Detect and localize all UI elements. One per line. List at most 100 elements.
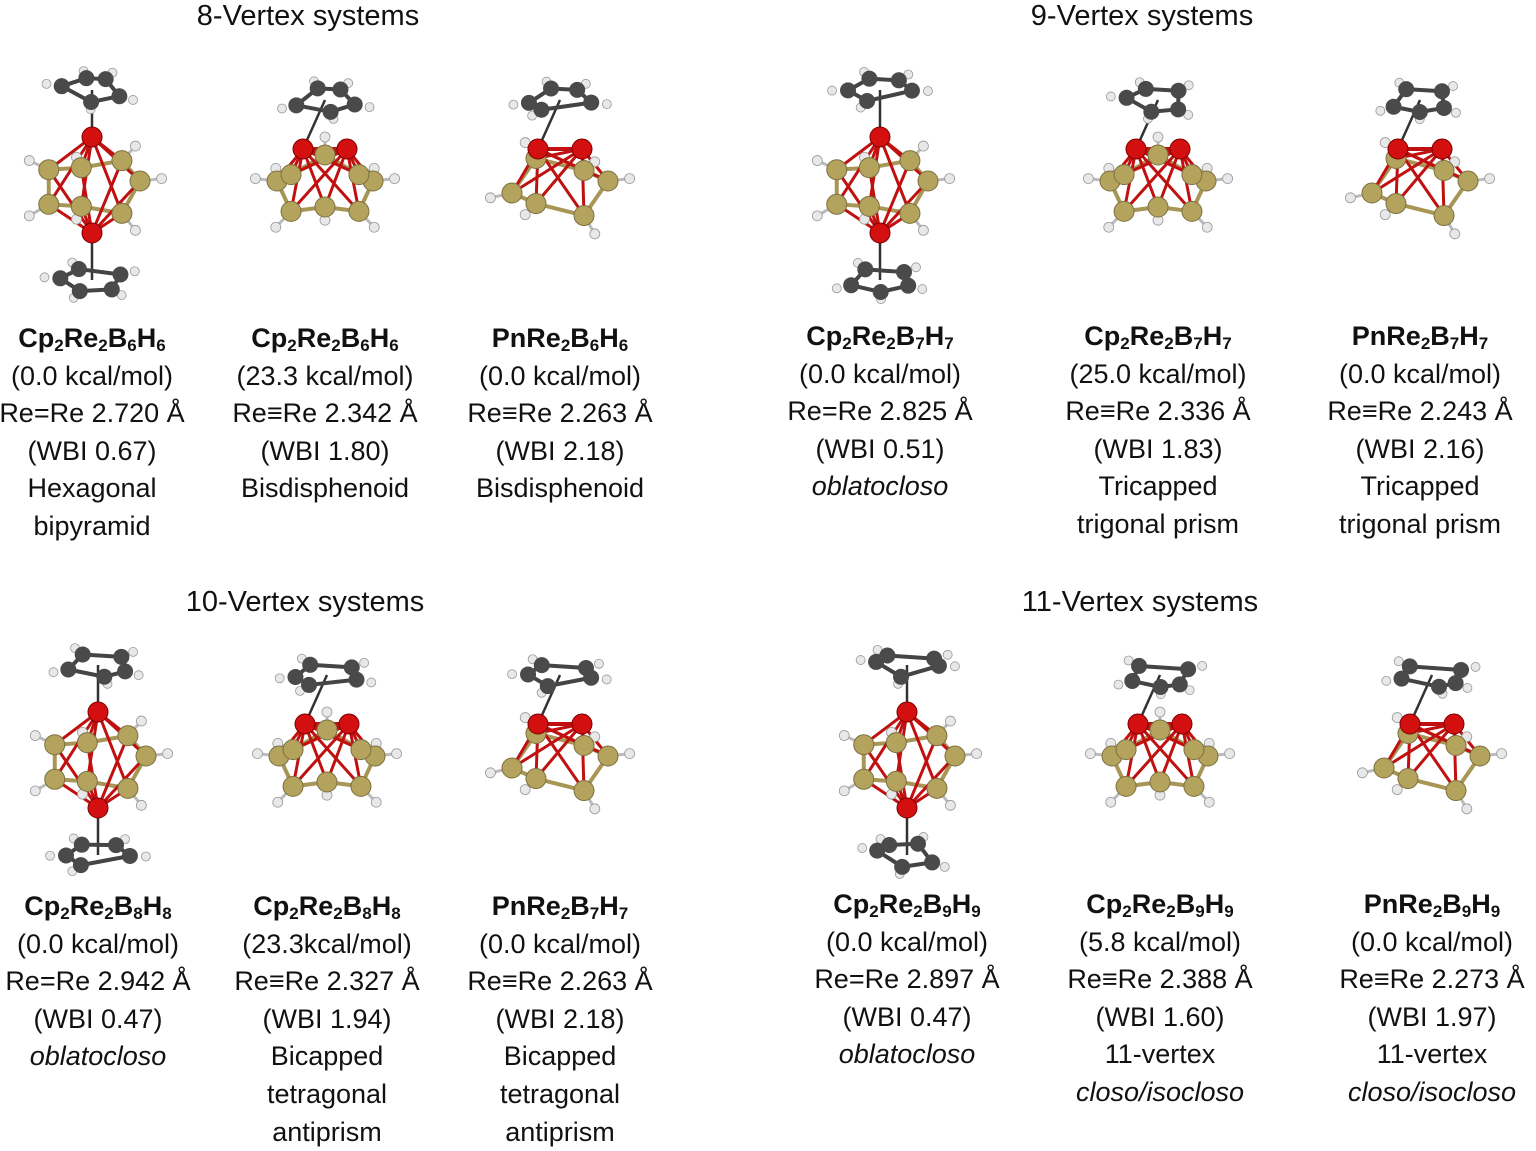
hydrogen-atom (520, 210, 530, 220)
boron-atom (1434, 160, 1454, 180)
section-title: 10-Vertex systems (186, 586, 425, 619)
formula-element: Re (852, 321, 887, 351)
cluster-shape: Tricapped (1065, 468, 1250, 506)
carbon-atom (1170, 101, 1186, 117)
hydrogen-atom (141, 852, 150, 861)
cluster-shape: antiprism (467, 1114, 652, 1151)
relative-energy: (5.8 kcal/mol) (1067, 924, 1252, 962)
formula-element: Cp (24, 891, 60, 921)
carbon-atom (569, 82, 585, 98)
hydrogen-atom (508, 670, 517, 679)
molecule-formula: Cp2Re2B9H9 (814, 886, 999, 924)
carbon-atom (520, 666, 536, 682)
hydrogen-atom (950, 662, 959, 671)
carbon-atom (891, 72, 907, 88)
carbon-atom (347, 96, 363, 112)
formula-element: H (952, 889, 972, 919)
hydrogen-atom (940, 862, 949, 871)
carbon-atom (521, 95, 537, 111)
carbon-atom (1398, 81, 1414, 97)
boron-atom (1374, 758, 1394, 778)
ball-and-stick-model (1332, 635, 1532, 885)
formula-element: B (570, 891, 590, 921)
formula-element: H (925, 321, 945, 351)
hydrogen-atom (129, 647, 138, 656)
wiberg-bond-index: (WBI 1.97) (1339, 999, 1524, 1037)
rhenium-atom (337, 139, 357, 159)
formula-subscript: 9 (971, 902, 980, 921)
hydrogen-atom (945, 174, 955, 184)
hydrogen-atom (24, 156, 34, 166)
boron-atom (1458, 171, 1478, 191)
cluster-shape: trigonal prism (1065, 506, 1250, 544)
hydrogen-atom (320, 132, 330, 142)
formula-element: PnRe (1364, 889, 1433, 919)
boron-atom (351, 776, 371, 796)
formula-subscript: 8 (362, 904, 371, 923)
boron-atom (526, 769, 546, 789)
formula-element: Re (297, 323, 332, 353)
cluster-shape: closo/isocloso (1067, 1074, 1252, 1112)
formula-element: B (1176, 889, 1196, 919)
molecule-structure (1332, 635, 1532, 885)
hydrogen-atom (858, 844, 867, 853)
boron-atom (281, 165, 301, 185)
molecule-structure (1058, 60, 1258, 310)
carbon-atom (1172, 676, 1188, 692)
formula-subscript: 7 (590, 904, 599, 923)
hydrogen-atom (602, 100, 611, 109)
hydrogen-atom (1225, 749, 1235, 759)
hydrogen-atom (856, 656, 865, 665)
formula-element: B (1442, 889, 1462, 919)
carbon-atom (859, 93, 875, 109)
carbon-atom (1124, 673, 1140, 689)
formula-element: Re (1130, 321, 1165, 351)
carbon-atom (108, 837, 124, 853)
wiberg-bond-index: (WBI 0.51) (787, 431, 972, 469)
wiberg-bond-index: (WBI 2.16) (1327, 431, 1512, 469)
rhenium-atom (572, 714, 592, 734)
boron-atom (1362, 183, 1382, 203)
cluster-shape: tetragonal (234, 1076, 419, 1114)
molecule-formula: PnRe2B7H7 (467, 888, 652, 926)
cluster-shape: 11-vertex (1339, 1036, 1524, 1074)
cp-ring (277, 77, 374, 124)
relative-energy: (0.0 kcal/mol) (787, 356, 972, 394)
carbon-atom (843, 277, 859, 293)
molecule-caption: PnRe2B7H7(0.0 kcal/mol)Re≡Re 2.243 Å(WBI… (1327, 318, 1512, 544)
boron-atom (112, 203, 132, 223)
hydrogen-atom (1223, 174, 1233, 184)
hydrogen-atom (46, 851, 55, 860)
hydrogen-atom (839, 731, 849, 741)
molecule-structure (807, 635, 1007, 885)
rhenium-atom (1400, 714, 1420, 734)
cluster-shape: Bicapped (234, 1038, 419, 1076)
rhenium-atom (1172, 714, 1192, 734)
boron-atom (886, 733, 906, 753)
ball-and-stick-model (460, 635, 660, 885)
formula-element: PnRe (1352, 321, 1421, 351)
carbon-atom (1386, 99, 1402, 115)
hydrogen-atom (918, 141, 928, 151)
relative-energy: (0.0 kcal/mol) (1327, 356, 1512, 394)
formula-subscript: 2 (1433, 902, 1442, 921)
boron-atom (927, 778, 947, 798)
carbon-atom (543, 80, 559, 96)
wiberg-bond-index: (WBI 2.18) (467, 433, 652, 471)
hydrogen-atom (30, 731, 40, 741)
formula-subscript: 6 (127, 336, 136, 355)
hydrogen-atom (1380, 210, 1390, 220)
molecule-structure (1060, 635, 1260, 885)
carbon-atom (861, 71, 877, 87)
formula-subscript: 6 (590, 336, 599, 355)
boron-atom (1184, 776, 1204, 796)
hydrogen-atom (972, 749, 982, 759)
boron-atom (349, 201, 369, 221)
formula-element: H (370, 323, 390, 353)
boron-atom (45, 735, 65, 755)
cluster-shape: oblatocloso (814, 1036, 999, 1074)
formula-element: Cp (251, 323, 287, 353)
formula-element: Cp (1084, 321, 1120, 351)
formula-element: H (1205, 889, 1225, 919)
carbon-atom (1138, 81, 1154, 97)
